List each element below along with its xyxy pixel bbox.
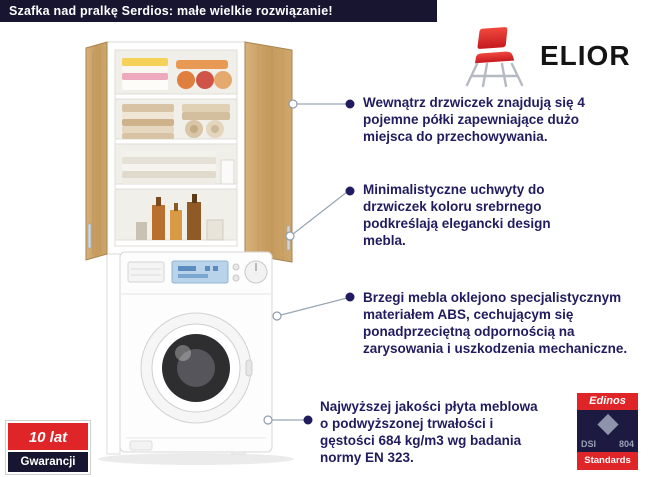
warranty-label: Gwarancji [8, 452, 88, 472]
washer-button [232, 274, 240, 282]
chair-icon [465, 27, 524, 88]
certification-brand: Edinos [577, 393, 638, 410]
feature-shelves: Wewnątrz drzwiczek znajdują się 4 pojemn… [363, 94, 629, 145]
callout-ring-1 [288, 99, 298, 109]
callouts [272, 103, 348, 421]
right-door [244, 41, 293, 263]
feature-abs-edges-text: Brzegi mebla oklejono specjalistycznym m… [363, 290, 628, 356]
washer-display [171, 260, 229, 284]
towels-third-shelf [122, 150, 235, 185]
callout-ring-2 [285, 231, 295, 241]
cabinet-shelves [114, 93, 238, 247]
brand-logo: ELIOR [460, 24, 645, 92]
left-door [85, 41, 108, 261]
towels-top-shelf [122, 58, 232, 90]
certification-standards: Standards [577, 452, 638, 470]
callout-ring-4 [263, 415, 273, 425]
cabinet [85, 41, 293, 263]
callout-dot-1 [345, 99, 355, 109]
certification-number: 804 [618, 439, 634, 449]
diamond-icon [596, 413, 619, 436]
feature-board-quality-text: Najwyższej jakości płyta meblowa o podwy… [320, 399, 538, 465]
callout-dot-2 [345, 186, 355, 196]
cosmetics-shelf [136, 194, 224, 241]
brand-name: ELIOR [540, 40, 631, 71]
feature-handles: Minimalistyczne uchwyty do drzwiczek kol… [363, 181, 595, 249]
feature-abs-edges: Brzegi mebla oklejono specjalistycznym m… [363, 289, 631, 357]
callout-anchor-rings [263, 99, 298, 425]
banner: Szafka nad pralkę Serdios: małe wielkie … [0, 0, 437, 22]
callout-dot-3 [345, 292, 355, 302]
left-door-handle-icon [87, 223, 92, 249]
towels-second-shelf [122, 104, 230, 139]
washing-machine [119, 251, 273, 453]
callout-bullets [303, 99, 355, 425]
callout-ring-3 [272, 311, 282, 321]
feature-board-quality: Najwyższej jakości płyta meblowa o podwy… [320, 398, 548, 466]
certification-middle: DSI 804 [577, 410, 638, 452]
certification-dsi: DSI [581, 439, 597, 449]
washer-knob [244, 260, 268, 284]
callout-line-2 [292, 191, 348, 235]
feature-handles-text: Minimalistyczne uchwyty do drzwiczek kol… [363, 182, 551, 248]
feature-shelves-text: Wewnątrz drzwiczek znajdują się 4 pojemn… [363, 95, 585, 144]
detergent-drawer [127, 261, 165, 283]
callout-dot-4 [303, 415, 313, 425]
warranty-badge: 10 lat Gwarancji [6, 421, 90, 474]
washer-door [140, 312, 253, 424]
floor-shadow [98, 453, 294, 465]
banner-title: Szafka nad pralkę Serdios: małe wielkie … [9, 4, 333, 18]
callout-line-3 [280, 297, 348, 316]
washer-filter-flap [129, 440, 153, 451]
washer-button [232, 263, 240, 271]
warranty-duration: 10 lat [8, 423, 88, 452]
certification-badge: Edinos DSI 804 Standards [577, 393, 638, 470]
